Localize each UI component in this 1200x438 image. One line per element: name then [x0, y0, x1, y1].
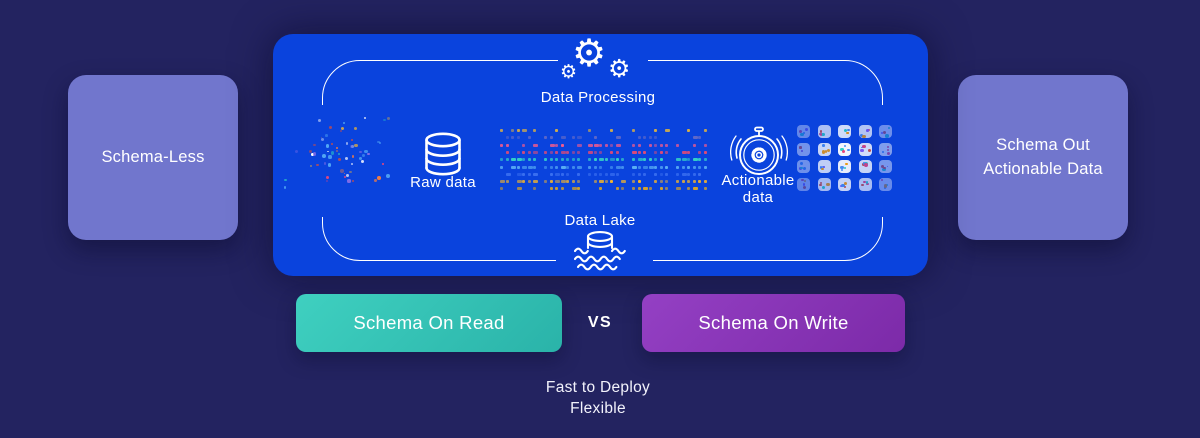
data-chip [858, 177, 872, 191]
data-chip [797, 125, 810, 138]
schema-out-card: Schema Out Actionable Data [958, 75, 1128, 240]
data-chip [817, 142, 831, 156]
data-processing-label: Data Processing [540, 89, 656, 106]
schema-less-label: Schema-Less [101, 147, 205, 166]
data-chip [879, 177, 892, 191]
gear-small-icon: ⚙ [560, 61, 578, 83]
outline-gap-right [878, 105, 888, 217]
actionable-data-label: Actionable data [721, 172, 795, 206]
vs-label: VS [587, 314, 613, 331]
data-chip [838, 177, 851, 191]
schema-less-card: Schema-Less [68, 75, 238, 240]
data-chip [838, 160, 851, 173]
data-lake-panel: ⚙ ⚙ ⚙ Data Processing Raw data [273, 34, 928, 276]
flexible-label: Flexible [570, 400, 626, 417]
data-chip [817, 177, 831, 191]
data-chip [858, 142, 872, 156]
data-chip [797, 177, 810, 191]
fast-to-deploy-label: Fast to Deploy [545, 379, 651, 396]
lake-icon [574, 228, 626, 274]
raw-data-scatter [280, 110, 405, 198]
processed-chips-grid [797, 125, 897, 200]
data-chip [797, 142, 810, 156]
data-chip [817, 125, 831, 138]
schema-on-read-button: Schema On Read [296, 294, 562, 352]
data-chip [858, 125, 872, 138]
data-chip [879, 160, 892, 173]
data-chip [858, 160, 872, 173]
outline-gap-bottom [556, 256, 653, 266]
schema-on-write-button: Schema On Write [642, 294, 905, 352]
data-chip [879, 125, 892, 138]
data-chip [797, 160, 810, 173]
stopwatch-icon [730, 126, 788, 180]
data-chip [817, 160, 831, 173]
database-icon [422, 132, 464, 178]
gear-large-icon: ⚙ [572, 31, 607, 75]
raw-data-label: Raw data [410, 174, 476, 191]
gear-medium-icon: ⚙ [608, 54, 631, 83]
data-chip [838, 125, 851, 138]
outline-gap-top [558, 55, 648, 65]
schema-out-label: Schema Out Actionable Data [983, 135, 1103, 178]
gears-icon: ⚙ ⚙ ⚙ [558, 31, 638, 90]
data-lake-label: Data Lake [564, 212, 636, 229]
data-chip [838, 142, 851, 156]
data-matrix [500, 127, 714, 197]
outline-gap-left [317, 105, 327, 217]
data-chip [879, 142, 892, 156]
